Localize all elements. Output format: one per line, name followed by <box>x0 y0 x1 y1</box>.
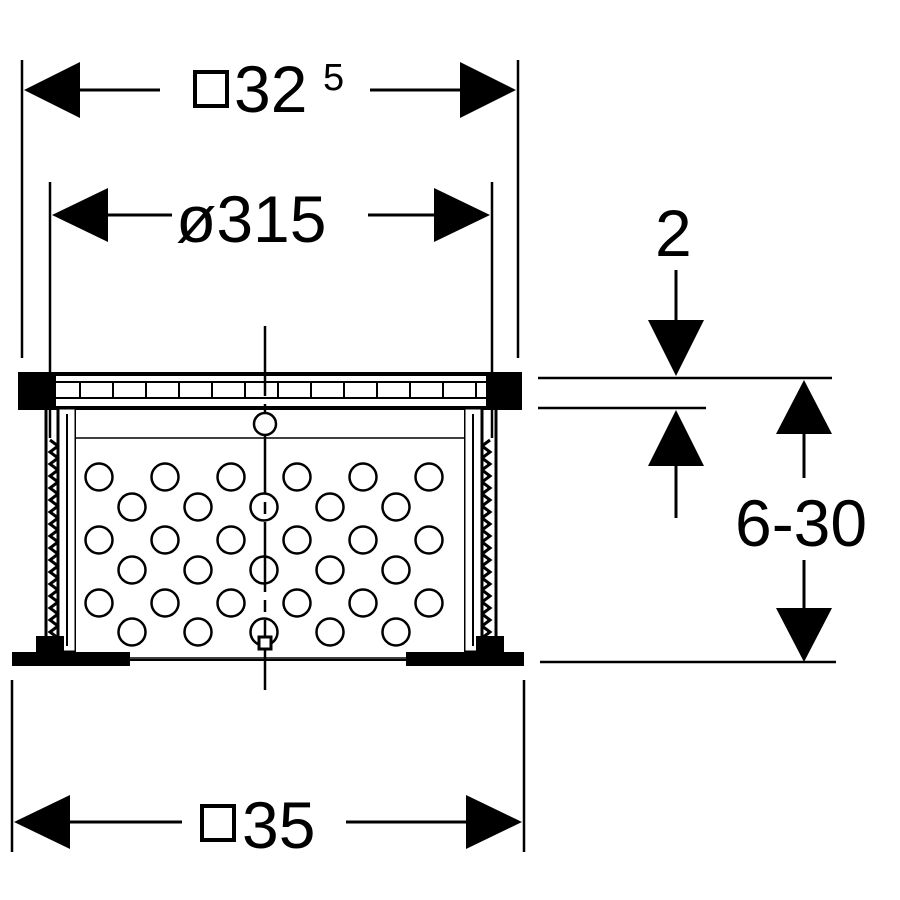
diameter-value: ø315 <box>176 182 326 256</box>
perforation-hole <box>414 462 444 492</box>
right-threaded-wall <box>462 406 504 654</box>
arrow-left-icon <box>52 188 108 242</box>
top-outer-dimension: 32 5 <box>20 52 520 358</box>
perforation-hole <box>348 588 378 618</box>
perforation-holes <box>84 462 444 647</box>
perforation-hole <box>282 588 312 618</box>
rim-slots <box>79 382 477 398</box>
left-threaded-wall <box>36 406 78 654</box>
perforation-hole <box>381 555 411 585</box>
top-hole <box>252 411 278 437</box>
arrow-left-icon <box>14 795 70 849</box>
height-value: 6-30 <box>735 486 867 560</box>
perforation-hole <box>315 492 345 522</box>
perforation-hole <box>183 555 213 585</box>
perforation-hole <box>216 525 246 555</box>
perforation-hole <box>414 525 444 555</box>
arrow-right-icon <box>434 188 490 242</box>
perforation-hole <box>381 617 411 647</box>
arrow-down-icon <box>648 320 704 376</box>
arrow-up-icon <box>776 380 832 434</box>
perforation-hole <box>348 525 378 555</box>
perforation-hole <box>117 555 147 585</box>
perforation-hole <box>150 462 180 492</box>
arrow-down-icon <box>776 608 832 662</box>
arrow-right-icon <box>460 62 516 118</box>
bottom-flange-left <box>12 652 130 666</box>
thickness-dimension: 2 <box>538 196 832 518</box>
arrow-right-icon <box>466 795 522 849</box>
perforation-hole <box>315 617 345 647</box>
perforation-hole <box>117 492 147 522</box>
height-dimension: 6-30 <box>540 380 867 664</box>
perforation-hole <box>282 525 312 555</box>
perforation-hole <box>150 525 180 555</box>
perforation-hole <box>414 588 444 618</box>
perforation-hole <box>282 462 312 492</box>
perforation-hole <box>84 462 114 492</box>
perforation-hole <box>84 525 114 555</box>
square-symbol-icon <box>200 804 236 842</box>
arrow-up-icon <box>648 410 704 466</box>
perforated-basket <box>76 410 464 658</box>
perforation-hole <box>84 588 114 618</box>
top-dimension-value: 32 <box>234 52 307 126</box>
perforation-hole <box>183 492 213 522</box>
bottom-flange-right <box>406 652 524 666</box>
drain-body <box>12 326 524 696</box>
square-symbol-icon <box>193 70 229 108</box>
perforation-hole <box>150 588 180 618</box>
bottom-outer-dimension: 35 <box>10 680 526 862</box>
perforation-hole <box>117 617 147 647</box>
perforation-hole <box>216 462 246 492</box>
perforation-hole <box>216 588 246 618</box>
thickness-value: 2 <box>655 196 692 270</box>
bottom-dimension-value: 35 <box>242 788 315 862</box>
perforation-hole <box>381 492 411 522</box>
perforation-hole <box>315 555 345 585</box>
perforation-hole <box>183 617 213 647</box>
arrow-left-icon <box>24 62 80 118</box>
center-marker <box>257 635 273 651</box>
top-dimension-superscript: 5 <box>323 57 344 99</box>
perforation-hole <box>348 462 378 492</box>
top-rim <box>18 372 522 410</box>
